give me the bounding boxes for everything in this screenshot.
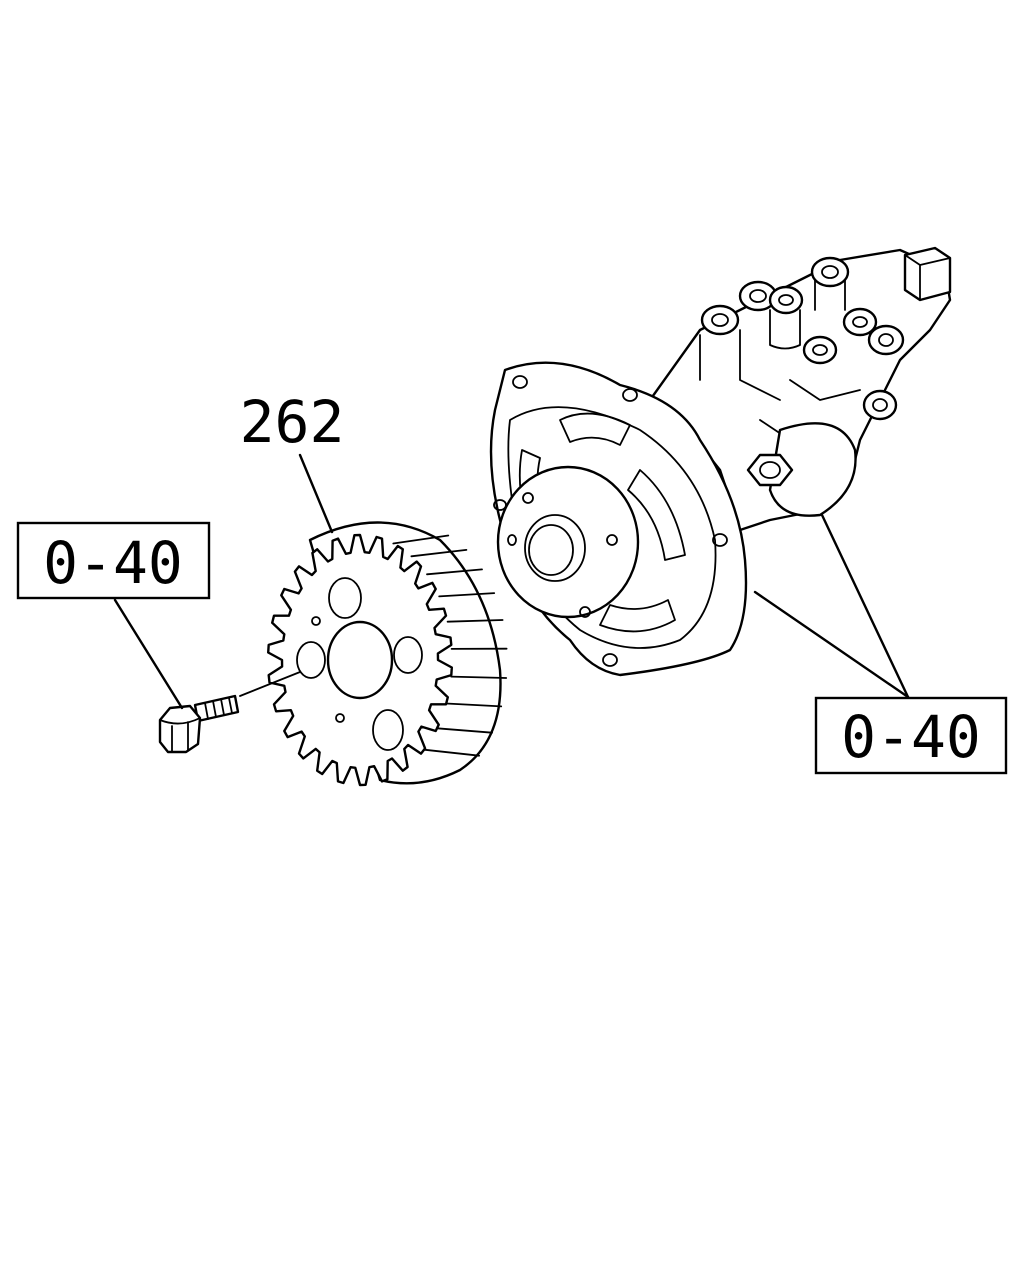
leader-lines (113, 453, 910, 710)
part-number-label: 262 (240, 388, 345, 456)
timing-gear-drawing (267, 521, 508, 787)
gear-helix-line (436, 727, 494, 734)
gear-helix-line (410, 549, 468, 558)
reference-label-right: 0-40 (841, 703, 981, 771)
reference-label-left: 0-40 (43, 529, 183, 597)
gear-helix-line (426, 568, 483, 576)
reference-box-left: 0-40 (16, 521, 211, 600)
flange-bolt-drawing (158, 671, 301, 754)
gear-helix-line (438, 592, 496, 598)
reference-box-right: 0-40 (814, 696, 1008, 775)
gear-helix-line (450, 675, 508, 679)
gear-helix-line (423, 748, 481, 757)
gear-helix-line (392, 534, 450, 545)
gear-helix-line (446, 619, 504, 623)
gear-helix-line (445, 702, 503, 708)
injection-pump-drawing (489, 246, 952, 677)
